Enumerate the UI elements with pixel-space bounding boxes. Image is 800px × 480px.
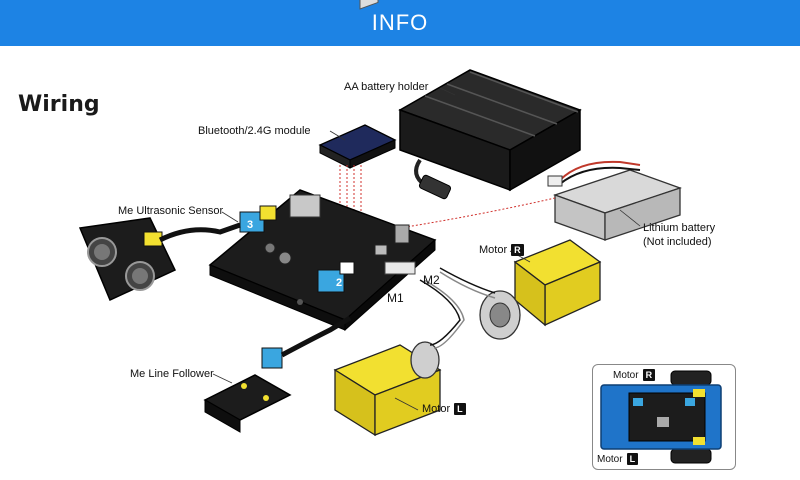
line-follower-label: Me Line Follower <box>130 368 214 380</box>
ultrasonic-sensor <box>78 217 241 302</box>
bluetooth-module-label: Bluetooth/2.4G module <box>198 125 311 137</box>
inset-motor-left-text: Motor <box>597 454 623 465</box>
m1-port-label: M1 <box>387 291 404 305</box>
power-dashed-line <box>399 197 556 229</box>
motor-right <box>439 239 602 340</box>
motor-right-text: Motor <box>479 244 508 256</box>
inset-motor-right-badge: R <box>642 369 656 381</box>
inset-motor-right-text: Motor <box>613 370 639 381</box>
inset-robot-illustration <box>600 370 722 464</box>
aa-battery-holder-label: AA battery holder <box>344 81 429 93</box>
main-board <box>208 189 437 332</box>
port-2-label: 2 <box>336 277 342 289</box>
leader-lines <box>212 87 641 411</box>
bluetooth-module <box>318 0 397 169</box>
lithium-battery-note: (Not included) <box>643 236 712 248</box>
motor-left <box>333 279 465 437</box>
header-bar: INFO <box>0 0 800 46</box>
motor-right-badge: R <box>511 244 524 256</box>
port-3-label: 3 <box>247 219 253 231</box>
line-follower <box>203 315 352 433</box>
bluetooth-connection-lines <box>339 165 362 216</box>
m2-port-label: M2 <box>423 273 440 287</box>
lithium-battery-label: Lithium battery <box>643 222 716 234</box>
ultrasonic-sensor-label: Me Ultrasonic Sensor <box>118 205 224 217</box>
motor-left-text: Motor <box>422 403 451 415</box>
header-title: INFO <box>371 10 429 35</box>
motor-left-badge: L <box>454 403 466 415</box>
section-title: Wiring <box>18 92 100 117</box>
lithium-battery <box>547 160 682 241</box>
inset-motor-left-badge: L <box>626 453 639 465</box>
